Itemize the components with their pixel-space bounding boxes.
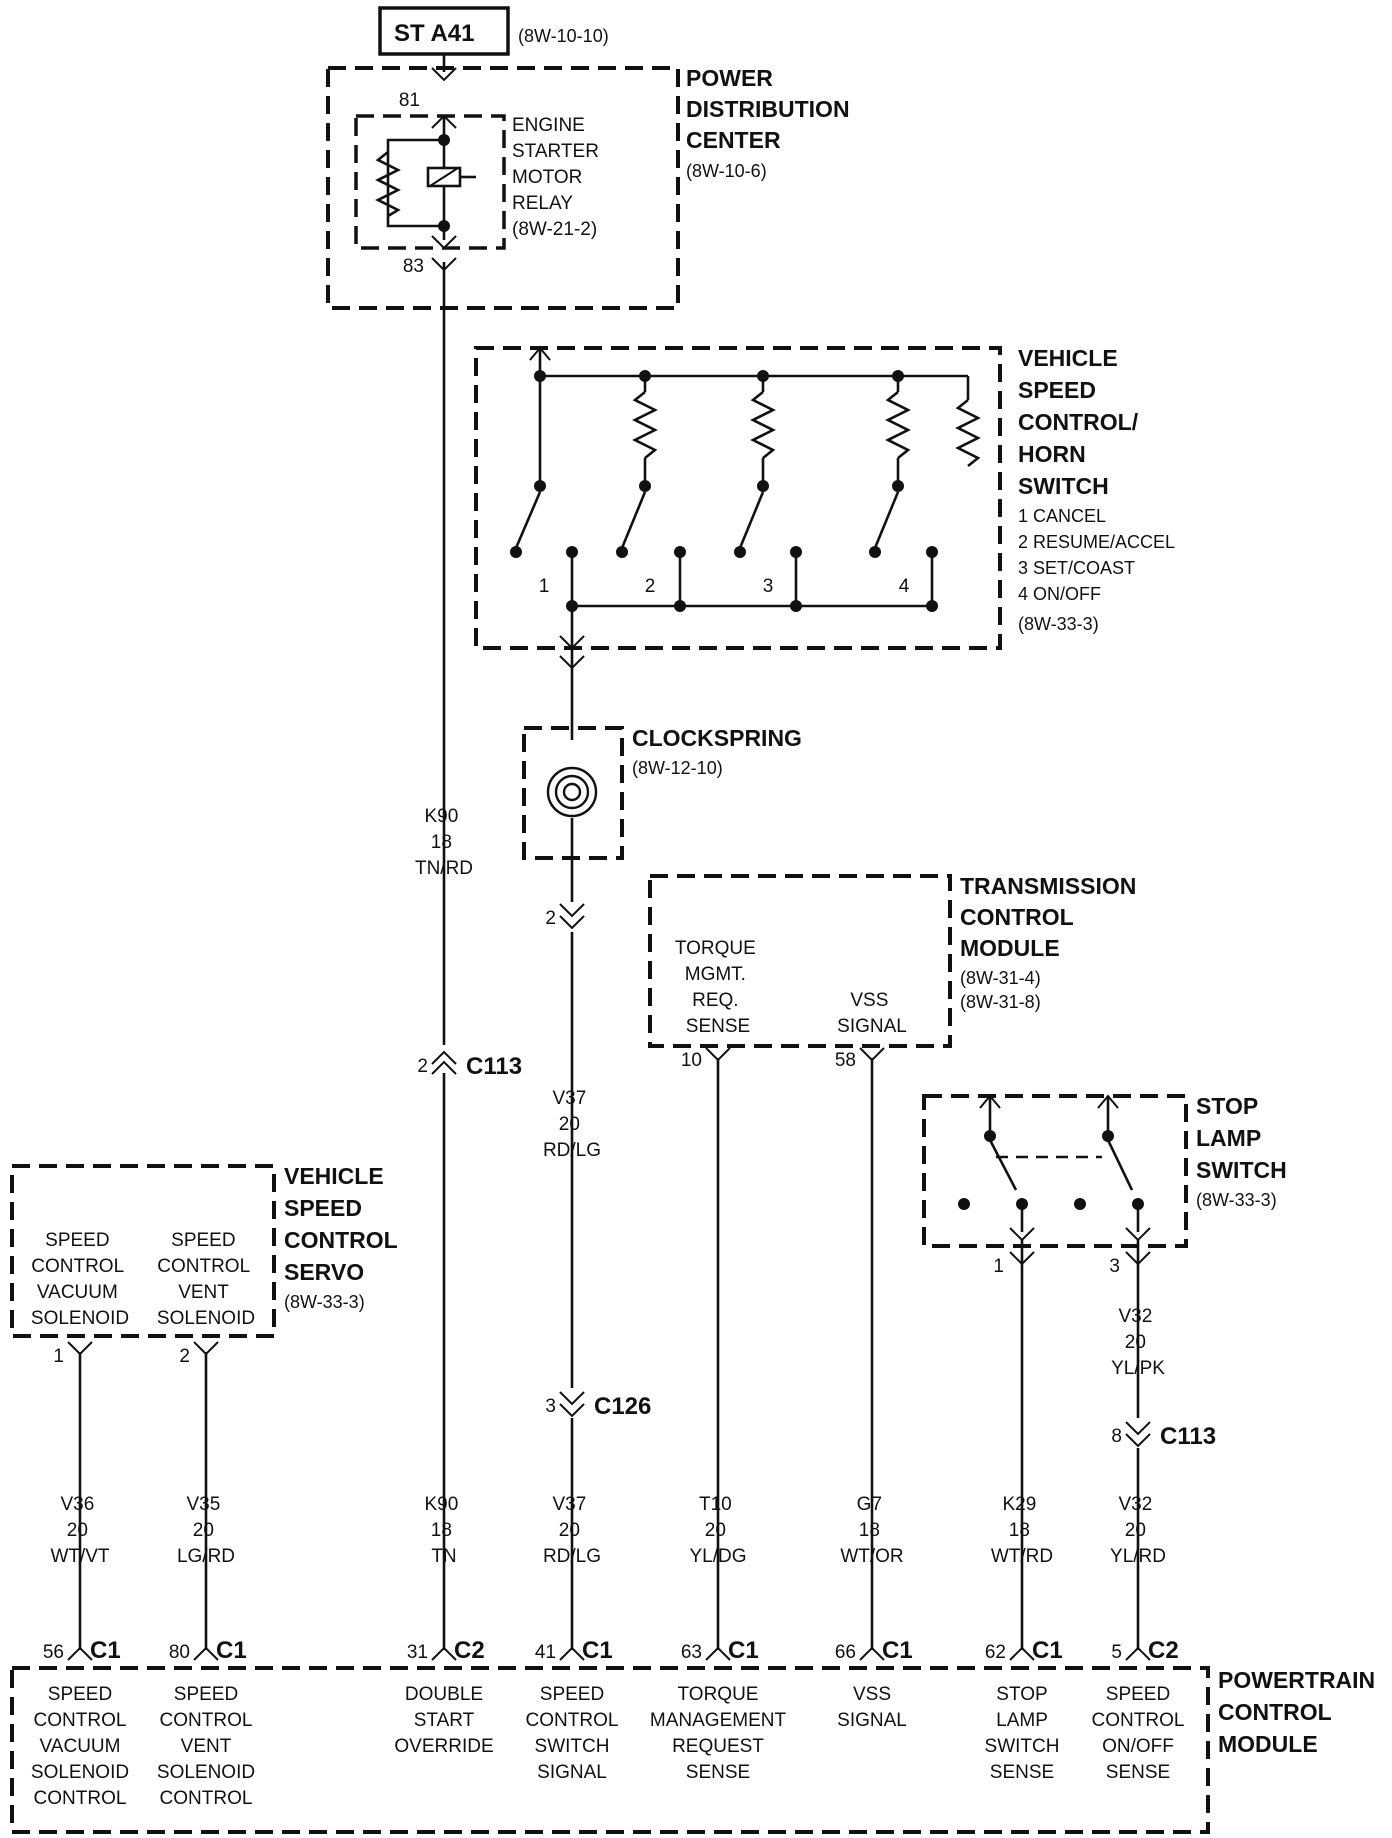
pcm-box	[10, 1666, 1210, 1834]
pdc-box	[326, 66, 680, 310]
servo-ref: (8W-33-3)	[284, 1292, 365, 1312]
pcm-pin-marker	[431, 1646, 457, 1661]
pcm-pin-number: 62	[985, 1642, 1006, 1663]
t10-label: T10 20 YL/DG	[689, 1494, 746, 1567]
clockspring-coil	[546, 766, 598, 818]
tcm-refs: (8W-31-4) (8W-31-8)	[960, 968, 1046, 1012]
relay-resistor	[375, 150, 401, 218]
pcm-pin-connector: C1	[882, 1637, 913, 1664]
pcm-pin-marker	[1125, 1646, 1151, 1661]
stoplamp-title: STOP LAMP SWITCH	[1196, 1093, 1287, 1183]
pdc-title: POWER DISTRIBUTION CENTER	[686, 65, 856, 153]
tcm-torque-label: TORQUE MGMT. REQ. SENSE	[675, 938, 761, 1037]
switch-ref: (8W-33-3)	[1018, 614, 1099, 634]
k90-lower-label: K90 18 TN	[424, 1494, 463, 1567]
v37-lower-label: V37 20 RD/LG	[543, 1494, 601, 1567]
pdc-pin-out: 83	[403, 256, 424, 277]
clockspring-ref: (8W-12-10)	[632, 758, 723, 778]
source-name: ST A41	[394, 20, 474, 47]
pcm-pin-connector: C2	[1148, 1637, 1179, 1664]
stoplamp-pin-a: 1	[993, 1256, 1004, 1277]
switch-pos-2: 2	[645, 576, 656, 597]
pcm-pin-connector: C1	[90, 1637, 121, 1664]
servo-title: VEHICLE SPEED CONTROL SERVO	[284, 1163, 404, 1285]
pcm-pin-marker	[193, 1646, 219, 1661]
switch-title: VEHICLE SPEED CONTROL/ HORN SWITCH	[1018, 345, 1145, 499]
v32-upper-label: V32 20 YL/PK	[1111, 1306, 1165, 1379]
pcm-pin-connector: C1	[582, 1637, 613, 1664]
servo-vent-label: SPEED CONTROL VENT SOLENOID	[157, 1230, 255, 1329]
tcm-pin-vss: 58	[835, 1050, 856, 1071]
switch-pos-1: 1	[539, 576, 550, 597]
c113-v32-pin: 8	[1111, 1426, 1122, 1447]
pcm-pin-number: 5	[1111, 1642, 1122, 1663]
servo-pin-vacuum: 1	[53, 1346, 64, 1367]
stoplamp-pin-b: 3	[1109, 1256, 1120, 1277]
c113-v32-name: C113	[1160, 1423, 1216, 1450]
pdc-pin-in: 81	[399, 90, 420, 111]
pcm-pin-connector: C1	[1032, 1637, 1063, 1664]
c126-name: C126	[594, 1393, 651, 1420]
pcm-pin-marker	[559, 1646, 585, 1661]
pcm-pin-connector: C2	[454, 1637, 485, 1664]
servo-pin-vent: 2	[179, 1346, 190, 1367]
tcm-box	[648, 874, 952, 1048]
c126-pin: 3	[545, 1396, 556, 1417]
k29-label: K29 18 WT/RD	[991, 1494, 1053, 1567]
c113-k90-pin: 2	[417, 1056, 428, 1077]
v35-label: V35 20 LG/RD	[177, 1494, 235, 1567]
c113-k90-name: C113	[466, 1053, 522, 1080]
g7-label: G7 18 WT/OR	[840, 1494, 903, 1567]
v36-label: V36 20 WT/VT	[50, 1494, 109, 1567]
pcm-pin-number: 63	[681, 1642, 702, 1663]
pcm-pin-marker	[705, 1646, 731, 1661]
pcm-pin-number: 41	[535, 1642, 556, 1663]
v37-cs-pin: 2	[545, 908, 556, 929]
pcm-pin-number: 31	[407, 1642, 428, 1663]
source-ref: (8W-10-10)	[518, 26, 609, 46]
pcm-pin-connector: C1	[216, 1637, 247, 1664]
pcm-pin-connector: C1	[728, 1637, 759, 1664]
switch-legend: 1 CANCEL 2 RESUME/ACCEL 3 SET/COAST 4 ON…	[1018, 506, 1179, 604]
switch-pos-3: 3	[763, 576, 774, 597]
v37-upper-label: V37 20 RD/LG	[543, 1088, 601, 1161]
relay-box	[354, 114, 506, 250]
pcm-pin-marker	[859, 1646, 885, 1661]
pcm-pin-marker	[1009, 1646, 1035, 1661]
stoplamp-box	[922, 1094, 1188, 1248]
pcm-pin-number: 56	[43, 1642, 64, 1663]
relay-label: ENGINE STARTER MOTOR RELAY (8W-21-2)	[512, 115, 604, 240]
switch-box	[474, 346, 1002, 650]
tcm-pin-torque: 10	[681, 1050, 702, 1071]
switch-pos-4: 4	[899, 576, 910, 597]
k90-upper-label: K90 18 TN/RD	[415, 806, 473, 879]
tcm-title: TRANSMISSION CONTROL MODULE	[960, 873, 1143, 961]
stoplamp-ref: (8W-33-3)	[1196, 1190, 1277, 1210]
v32-lower-label: V32 20 YL/RD	[1110, 1494, 1166, 1567]
pcm-pin-number: 80	[169, 1642, 190, 1663]
clockspring-title: CLOCKSPRING	[632, 725, 802, 751]
pcm-pin-marker	[67, 1646, 93, 1661]
tcm-vss-label: VSS SIGNAL	[837, 990, 907, 1037]
pcm-title: POWERTRAIN CONTROL MODULE	[1218, 1667, 1382, 1757]
pcm-pin-number: 66	[835, 1642, 856, 1663]
servo-vacuum-label: SPEED CONTROL VACUUM SOLENOID	[31, 1230, 129, 1329]
pdc-ref: (8W-10-6)	[686, 161, 767, 181]
